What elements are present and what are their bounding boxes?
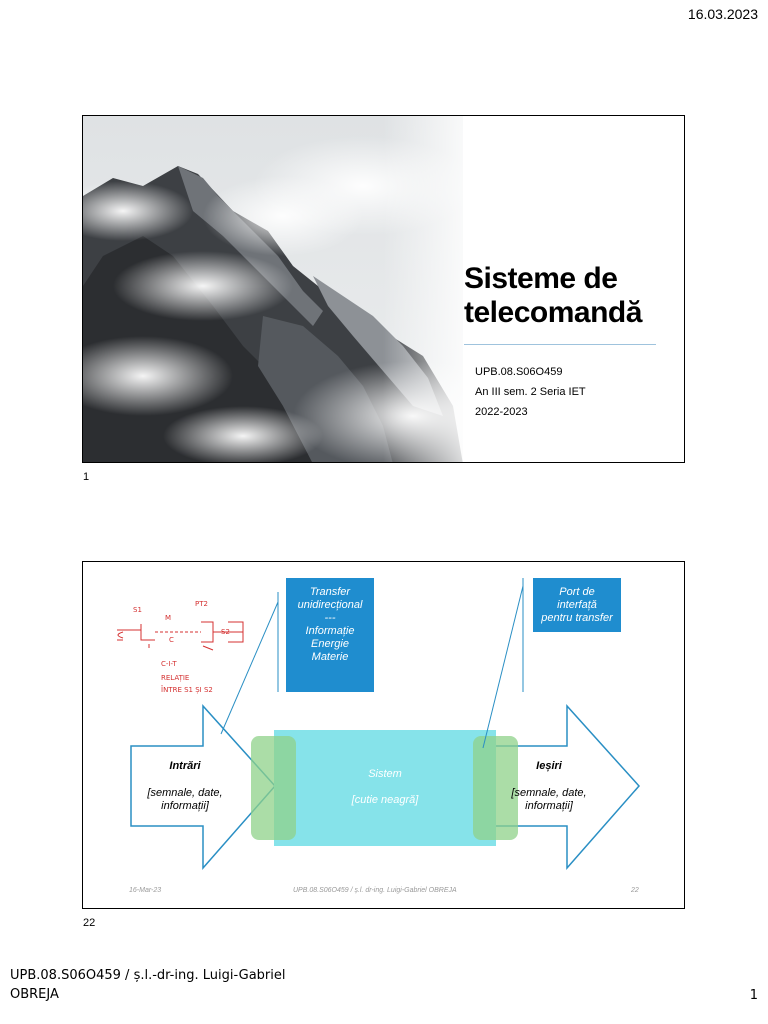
document-footer: UPB.08.S06O459 / ș.l.-dr-ing. Luigi-Gabr… (10, 966, 285, 1004)
page-number: 1 (750, 988, 758, 1003)
svg-text:PT2: PT2 (195, 600, 208, 608)
svg-text:RELAȚIE: RELAȚIE (161, 674, 189, 683)
system-label: Sistem [cutie neagră] (323, 768, 447, 806)
outputs-label: Ieșiri [semnale, date, informații] (501, 760, 597, 813)
svg-text:M: M (165, 614, 171, 622)
svg-text:C: C (169, 636, 174, 644)
slide-22-number: 22 (83, 917, 95, 929)
handwritten-labels: S1 M PT2 S2 C C-I-T RELAȚIE ÎNTRE S1 ȘI … (133, 600, 230, 694)
svg-text:S1: S1 (133, 606, 142, 614)
svg-text:C-I-T: C-I-T (161, 660, 177, 668)
slide-22-thumbnail[interactable]: S1 M PT2 S2 C C-I-T RELAȚIE ÎNTRE S1 ȘI … (82, 561, 685, 909)
course-code: UPB.08.S06O459 (475, 366, 562, 378)
port-callout-box: Port de interfață pentru transfer (533, 578, 621, 632)
handwritten-annotation (117, 622, 243, 650)
title-divider (464, 344, 656, 345)
slide-footer-date: 16-Mar-23 (129, 887, 161, 894)
course-details: An III sem. 2 Seria IET (475, 386, 586, 398)
academic-year: 2022-2023 (475, 406, 528, 418)
svg-text:ÎNTRE S1 ȘI S2: ÎNTRE S1 ȘI S2 (161, 685, 213, 694)
slide-footer-author: UPB.08.S06O459 / ș.l. dr-ing. Luigi-Gabr… (293, 887, 457, 894)
slide-1-title: Sisteme de telecomandă (464, 262, 642, 330)
transfer-callout-box: Transfer unidirecțional --- Informație E… (286, 578, 374, 692)
input-port (251, 736, 296, 840)
header-date: 16.03.2023 (688, 6, 758, 22)
svg-text:S2: S2 (221, 628, 230, 636)
slide-1-number: 1 (83, 471, 89, 483)
slide-1-thumbnail[interactable]: Sisteme de telecomandă UPB.08.S06O459 An… (82, 115, 685, 463)
inputs-label: Intrări [semnale, date, informații] (135, 760, 235, 813)
slide-footer-number: 22 (631, 887, 639, 894)
